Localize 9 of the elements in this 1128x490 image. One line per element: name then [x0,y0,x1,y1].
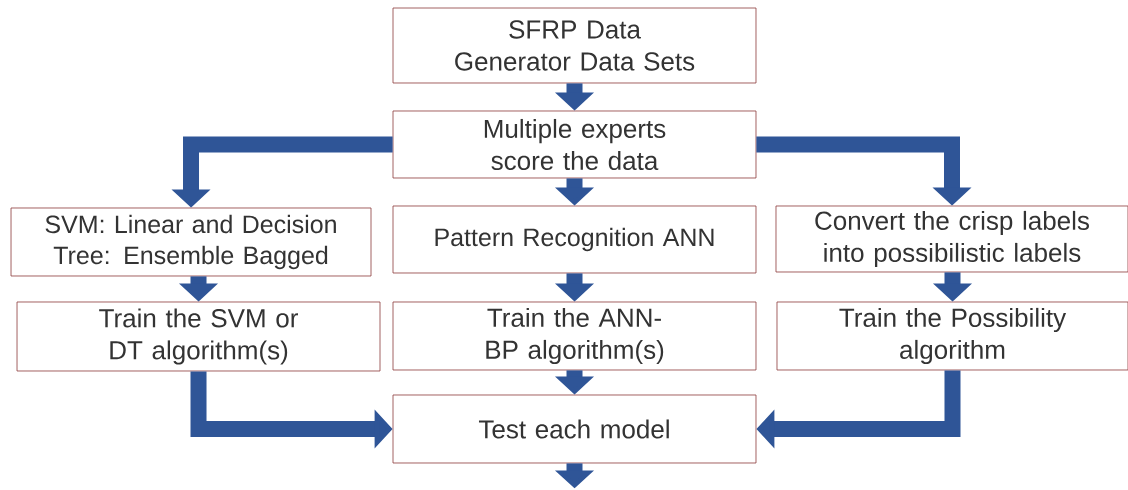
process-box: Train the SVM or DT algorithm(s) [16,301,381,372]
process-box: Pattern Recognition ANN [392,205,757,274]
process-box: Test each model [392,394,757,464]
process-box: Train the ANN-BP algorithm(s) [392,301,757,371]
process-box: SVM: Linear and Decision Tree: Ensemble Bagged [10,207,372,277]
process-box: Convert the crisp labels into possibilistic labels [775,205,1128,273]
process-box: Train the Possibility algorithm [776,301,1128,371]
process-box: Multiple experts score the data [392,110,757,179]
process-box: SFRP Data Generator Data Sets [392,7,757,84]
